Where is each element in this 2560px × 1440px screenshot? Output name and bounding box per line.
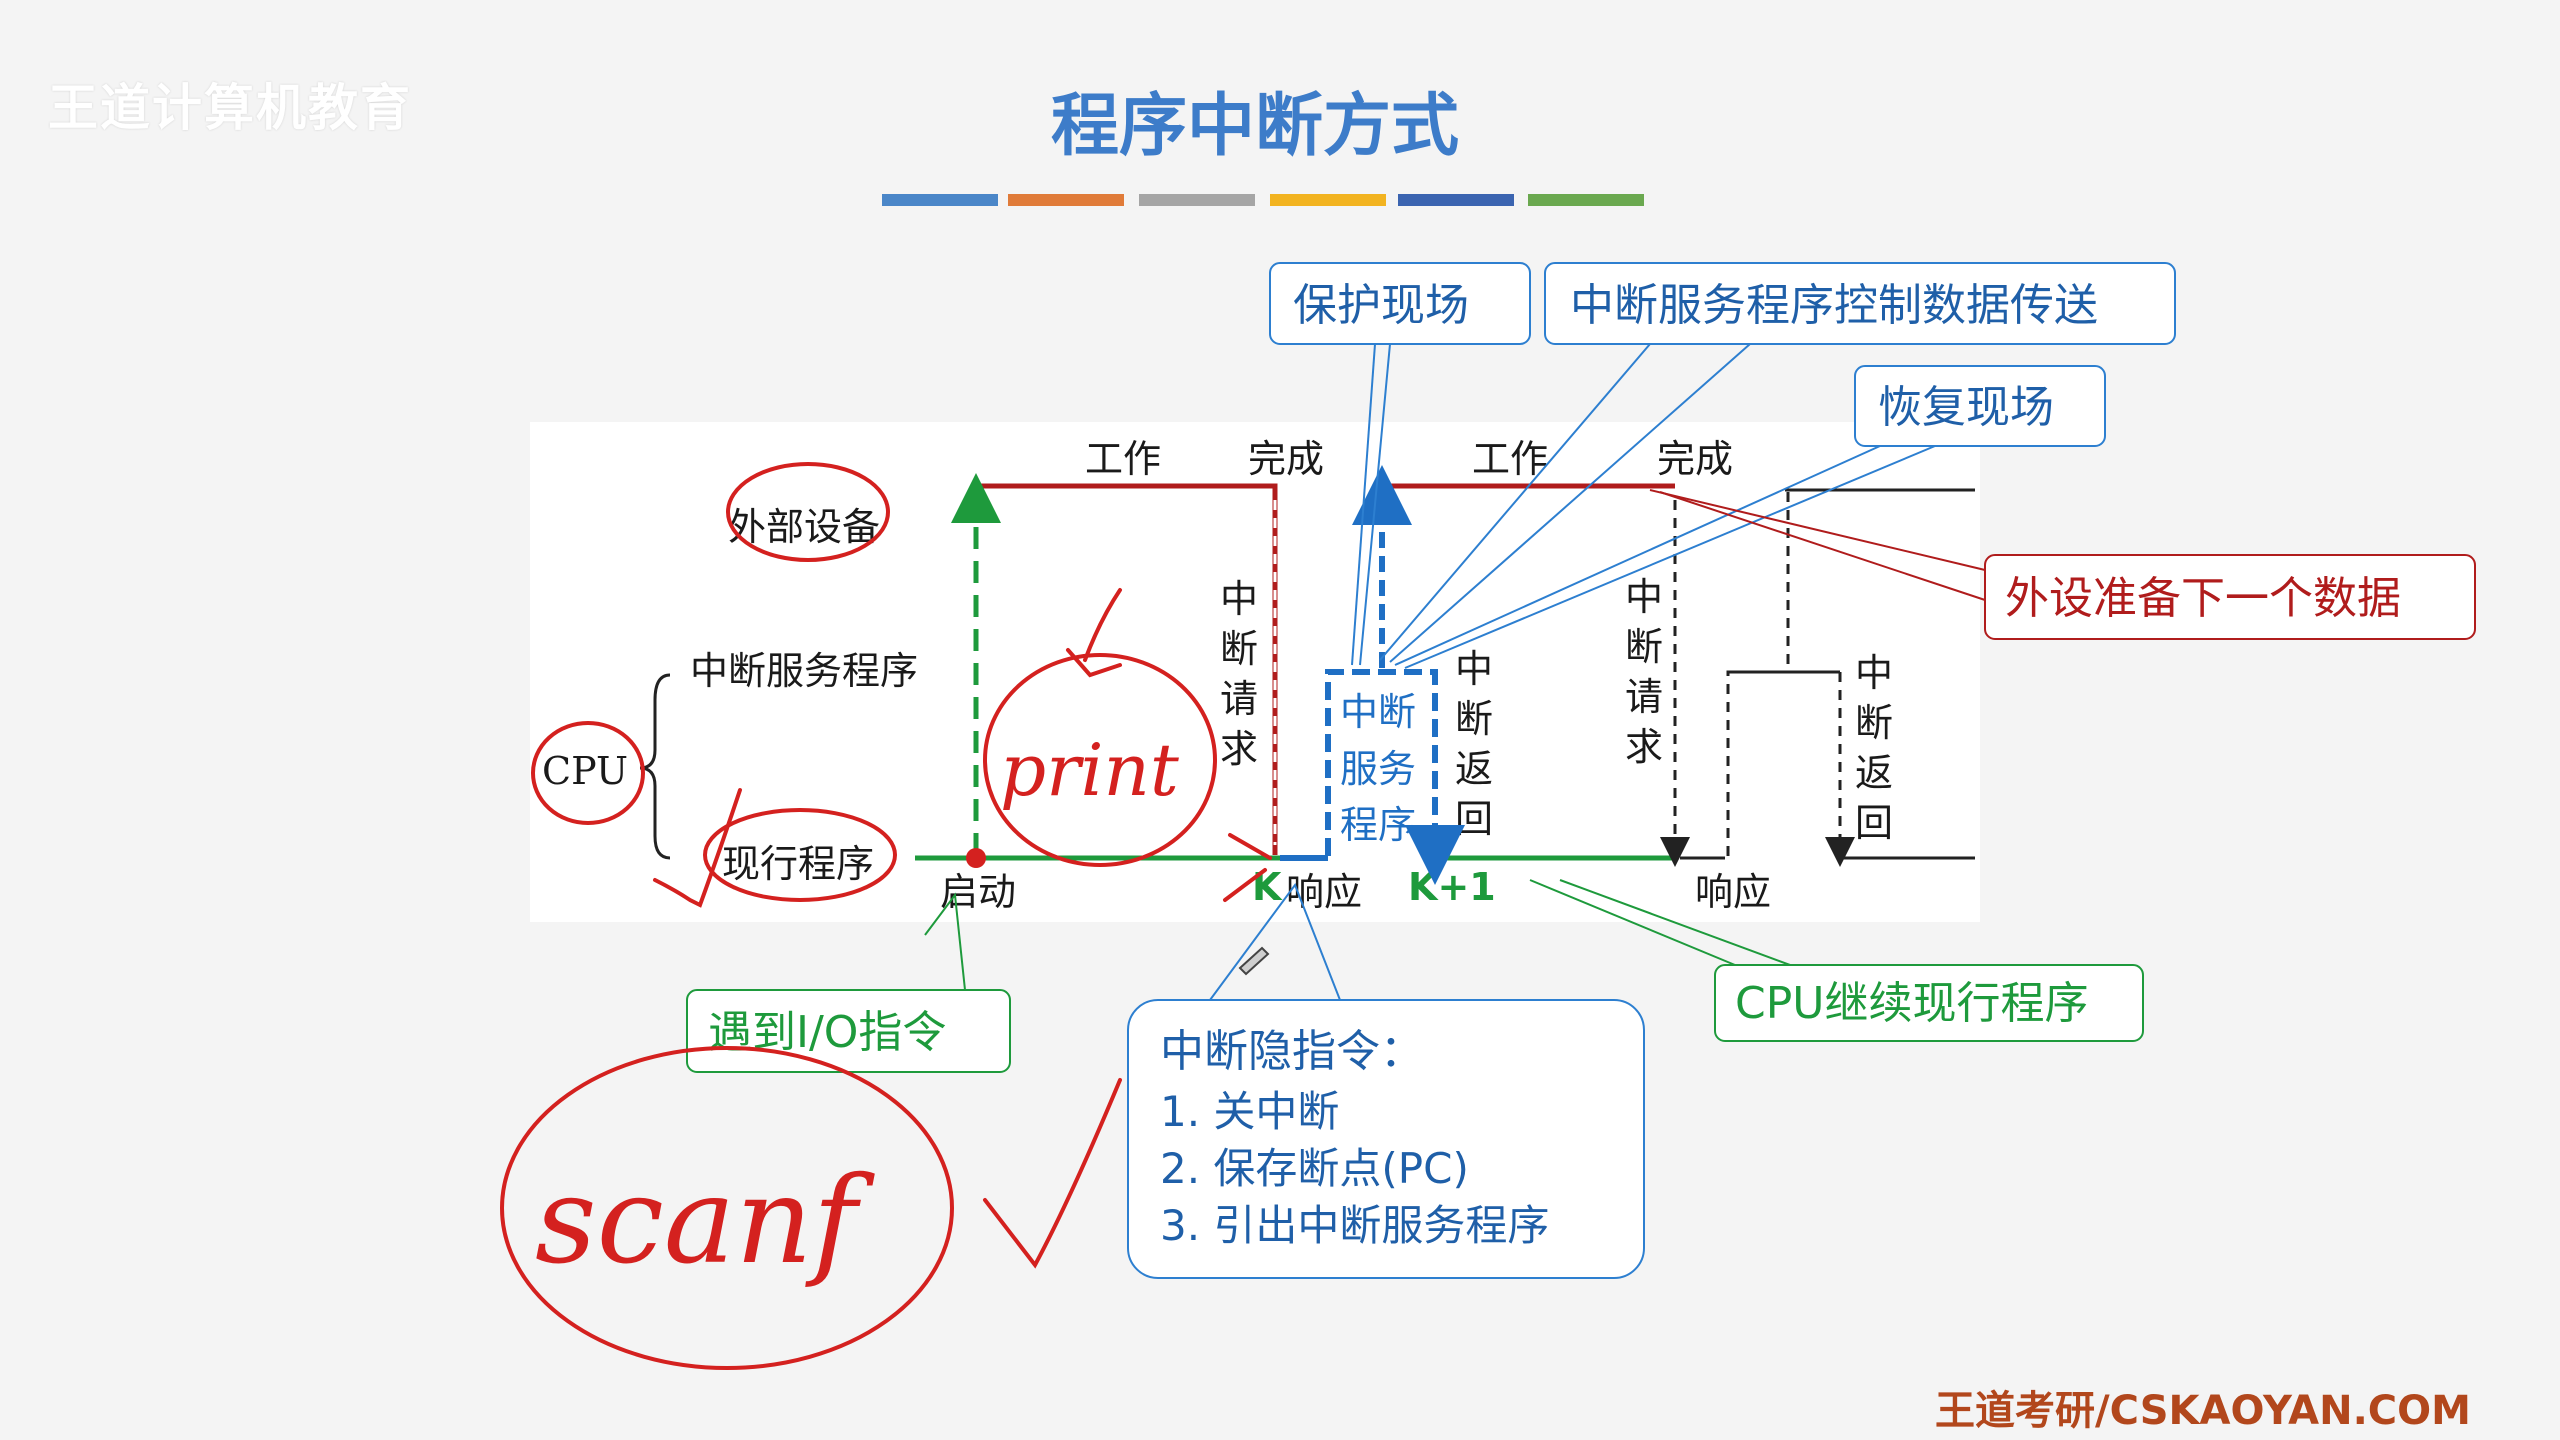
callout-cpu-continue: CPU继续现行程序 [1714, 964, 2144, 1042]
svg-text:1. 关中断: 1. 关中断 [1160, 1087, 1339, 1136]
svg-text:请: 请 [1625, 675, 1663, 719]
callout-io-instruction: 遇到I/O指令 [686, 989, 1011, 1073]
label-k-plus-1: K+1 [1408, 865, 1496, 909]
handwriting-print: print [1000, 728, 1180, 812]
svg-text:中断隐指令：: 中断隐指令： [1160, 1026, 1424, 1077]
isr-block [1325, 669, 1465, 885]
svg-text:2. 保存断点(PC): 2. 保存断点(PC) [1160, 1144, 1469, 1193]
svg-text:断: 断 [1625, 625, 1663, 669]
svg-text:3. 引出中断服务程序: 3. 引出中断服务程序 [1160, 1201, 1549, 1250]
continue-connectors [1529, 879, 1791, 966]
svg-text:求: 求 [1220, 727, 1258, 771]
watermark: 王道计算机教育 [48, 79, 412, 137]
label-work-1: 工作 [1085, 437, 1161, 481]
callout-connectors [1351, 343, 1936, 669]
cpu-brace [639, 673, 671, 860]
colorbar-1 [882, 194, 998, 206]
svg-text:中断服务程序控制数据传送: 中断服务程序控制数据传送 [1570, 280, 2098, 331]
label-current-program: 现行程序 [722, 842, 874, 886]
device-timeline-1 [978, 483, 1278, 855]
colorbar-2 [1008, 194, 1124, 206]
io-connector [924, 892, 966, 991]
label-response-2: 响应 [1695, 870, 1771, 914]
colorbar-6 [1528, 194, 1644, 206]
handwritten-annotations [500, 462, 1272, 1370]
hidden-connector [1209, 882, 1341, 1001]
callout-transfer: 中断服务程序控制数据传送 [1544, 262, 2176, 345]
label-done-1: 完成 [1248, 437, 1324, 481]
isr-block-label: 中断 服务 程序 [1340, 690, 1416, 847]
svg-text:请: 请 [1220, 677, 1258, 721]
svg-text:返: 返 [1455, 747, 1493, 791]
svg-text:返: 返 [1855, 751, 1893, 795]
svg-text:断: 断 [1220, 627, 1258, 671]
slide-title: 程序中断方式 [1050, 87, 1459, 166]
start-point [966, 848, 986, 868]
label-k: K [1252, 865, 1283, 909]
label-interrupt-return-2: 中 断 返 回 [1855, 651, 1893, 845]
svg-text:中: 中 [1625, 575, 1663, 619]
svg-text:断: 断 [1455, 697, 1493, 741]
footer-brand: 王道考研/CSKAOYAN.COM [1935, 1388, 2471, 1434]
callout-protect: 保护现场 [1269, 262, 1531, 345]
label-interrupt-request-1: 中 断 请 求 [1220, 577, 1258, 771]
label-start: 启动 [940, 870, 1016, 914]
colorbar-3 [1139, 194, 1255, 206]
svg-text:中: 中 [1220, 577, 1258, 621]
label-isr: 中断服务程序 [690, 649, 918, 693]
callout-prepare: 外设准备下一个数据 [1984, 554, 2476, 640]
label-interrupt-request-2: 中 断 请 求 [1625, 575, 1663, 769]
svg-text:中: 中 [1455, 647, 1493, 691]
callout-restore: 恢复现场 [1854, 365, 2106, 447]
svg-text:外设准备下一个数据: 外设准备下一个数据 [2005, 573, 2401, 624]
svg-text:服务: 服务 [1340, 747, 1416, 791]
svg-text:中: 中 [1855, 651, 1893, 695]
callout-hidden-instruction: 中断隐指令： 1. 关中断 2. 保存断点(PC) 3. 引出中断服务程序 [1127, 999, 1645, 1279]
svg-text:回: 回 [1455, 797, 1493, 841]
label-work-2: 工作 [1472, 437, 1548, 481]
svg-text:程序: 程序 [1340, 803, 1416, 847]
label-done-2: 完成 [1657, 437, 1733, 481]
colorbar-4 [1270, 194, 1386, 206]
svg-text:恢复现场: 恢复现场 [1878, 382, 2054, 433]
prepare-connectors [1649, 489, 1986, 601]
pen-cursor-icon [1238, 946, 1270, 976]
svg-text:断: 断 [1855, 701, 1893, 745]
label-external-device: 外部设备 [728, 505, 880, 549]
handwriting-scanf: scanf [535, 1152, 876, 1291]
svg-text:保护现场: 保护现场 [1293, 280, 1469, 331]
svg-text:求: 求 [1625, 725, 1663, 769]
svg-text:CPU继续现行程序: CPU继续现行程序 [1735, 978, 2088, 1029]
svg-text:回: 回 [1855, 801, 1893, 845]
colorbar-5 [1398, 194, 1514, 206]
label-cpu: CPU [542, 749, 628, 793]
svg-text:中断: 中断 [1340, 690, 1416, 734]
label-interrupt-return-1: 中 断 返 回 [1455, 647, 1493, 841]
